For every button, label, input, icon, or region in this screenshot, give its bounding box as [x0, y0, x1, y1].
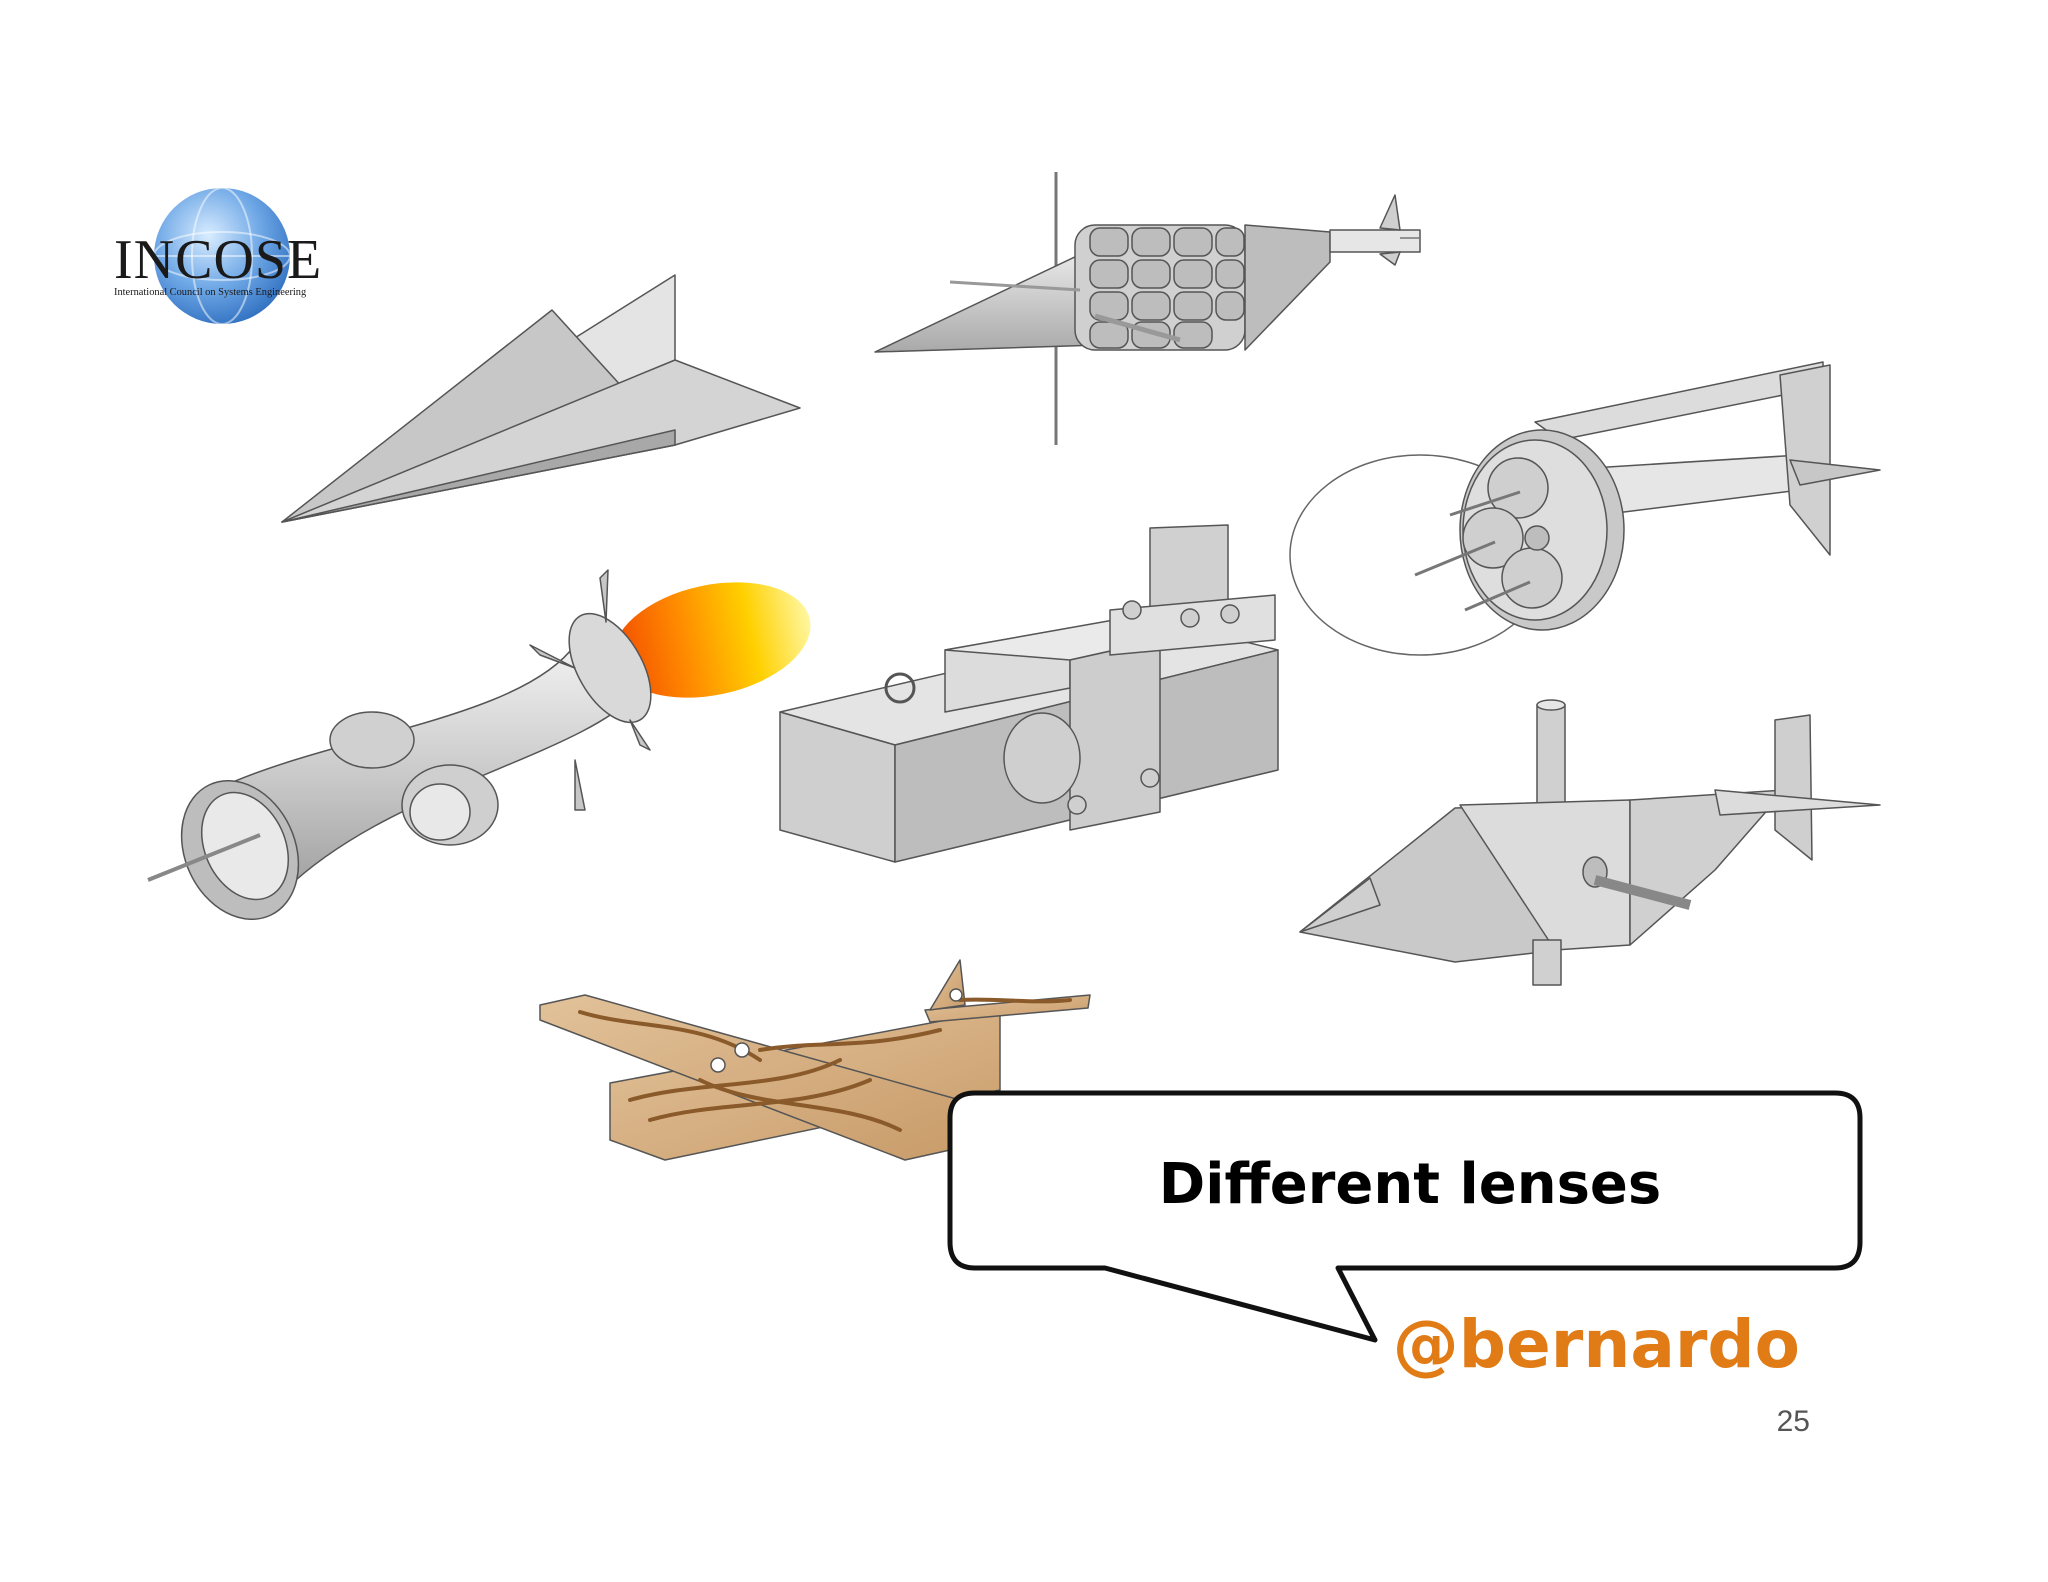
- logo-name: INCOSE: [114, 229, 323, 291]
- flame-engine-illustration: [147, 569, 811, 921]
- page-number: 25: [1776, 1405, 1810, 1438]
- callout-text: Different lenses: [1158, 1152, 1662, 1217]
- author-handle: @bernardo: [1392, 1306, 1800, 1383]
- wooden-plane-illustration: [539, 959, 1091, 1161]
- cylinder-missile-illustration: [874, 172, 1421, 445]
- speech-bubble: [947, 1090, 1863, 1343]
- steel-beam-illustration: [779, 524, 1279, 863]
- disc-plane-illustration: [1289, 361, 1881, 656]
- box-plane-illustration: [1299, 699, 1881, 986]
- incose-globe-icon: [153, 187, 291, 325]
- logo-subtitle: International Council on Systems Enginee…: [114, 287, 307, 298]
- paper-plane-illustration: [281, 274, 801, 523]
